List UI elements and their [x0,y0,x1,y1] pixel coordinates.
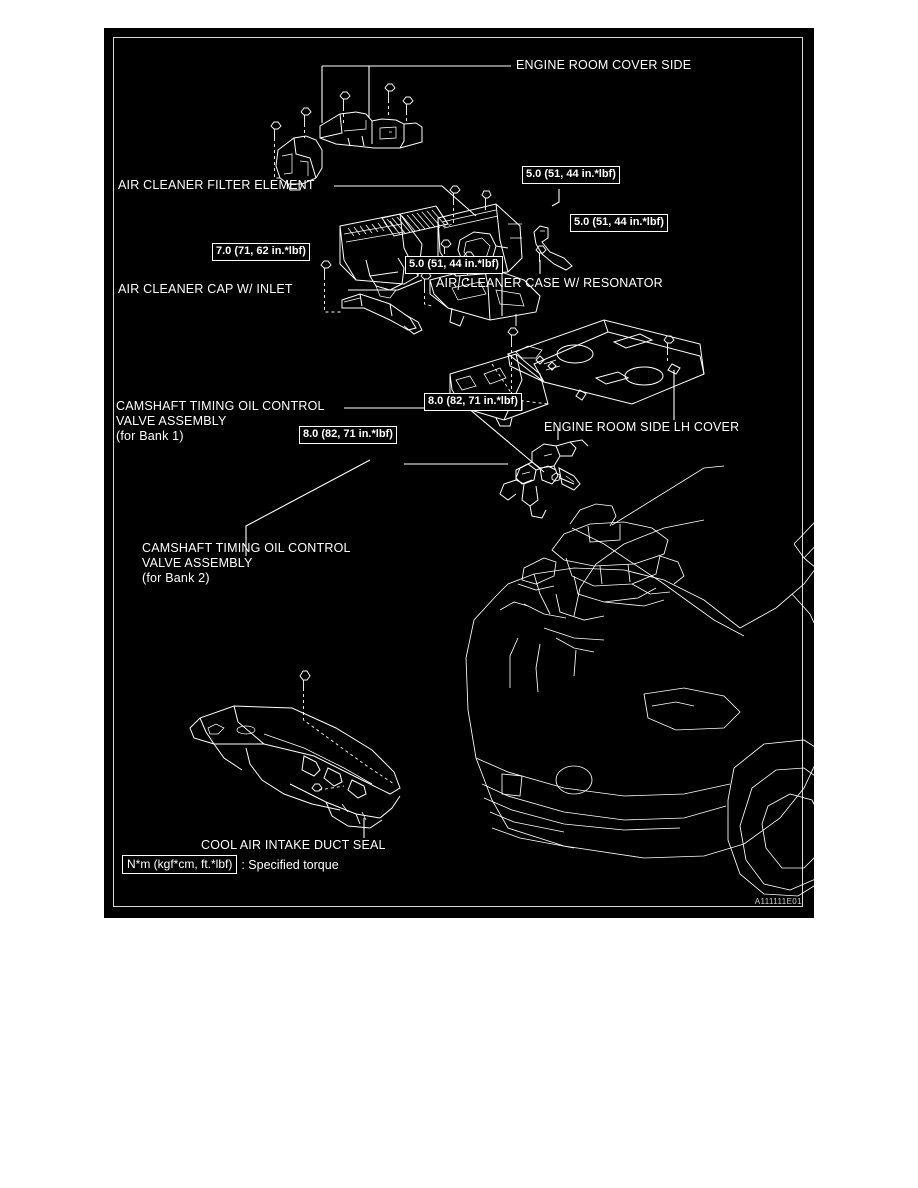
torque-spec-ocv-left: 8.0 (82, 71 in.*lbf) [299,426,397,444]
vehicle-illustration [465,465,814,897]
cool-air-intake-duct-seal-art [189,670,401,838]
label-engine-room-side-lh-cover: ENGINE ROOM SIDE LH COVER [544,420,740,434]
figure-reference-code: A111111E01 [754,897,802,906]
callout-bank2-line3: (for Bank 2) [142,571,210,585]
callout-bank2-line2: VALVE ASSEMBLY [142,556,253,570]
callout-bank2-line1: CAMSHAFT TIMING OIL CONTROL [142,541,351,555]
callout-bank1-line2: VALVE ASSEMBLY [116,414,227,428]
legend-description: : Specified torque [241,857,339,872]
callout-bank1-line1: CAMSHAFT TIMING OIL CONTROL [116,399,325,413]
callout-bank1-line3: (for Bank 1) [116,429,184,443]
torque-spec-case-lower: 5.0 (51, 44 in.*lbf) [405,256,503,274]
exploded-view-illustration [189,65,814,897]
camshaft-oil-control-valve-art [245,407,589,556]
torque-spec-ocv-right: 8.0 (82, 71 in.*lbf) [424,393,522,411]
engine-room-cover-side-art [270,65,511,191]
figure-plate: ENGINE ROOM COVER SIDE AIR CLEANER FILTE… [104,28,814,918]
torque-spec-case-right: 5.0 (51, 44 in.*lbf) [570,214,668,232]
air-cleaner-cap-art [320,213,423,335]
torque-legend: N*m (kgf*cm, ft.*lbf) : Specified torque [122,855,339,874]
label-air-cleaner-case-w-resonator: AIR CLEANER CASE W/ RESONATOR [436,276,663,290]
label-air-cleaner-cap-w-inlet: AIR CLEANER CAP W/ INLET [118,282,293,296]
label-engine-room-cover-side: ENGINE ROOM COVER SIDE [516,58,692,72]
legend-unit-box: N*m (kgf*cm, ft.*lbf) [122,855,238,874]
torque-spec-case-upper: 5.0 (51, 44 in.*lbf) [522,166,620,184]
torque-spec-cap-inlet: 7.0 (71, 62 in.*lbf) [212,243,310,261]
label-cool-air-intake-duct-seal: COOL AIR INTAKE DUCT SEAL [201,838,386,852]
label-air-cleaner-filter-element: AIR CLEANER FILTER ELEMENT [118,178,315,192]
